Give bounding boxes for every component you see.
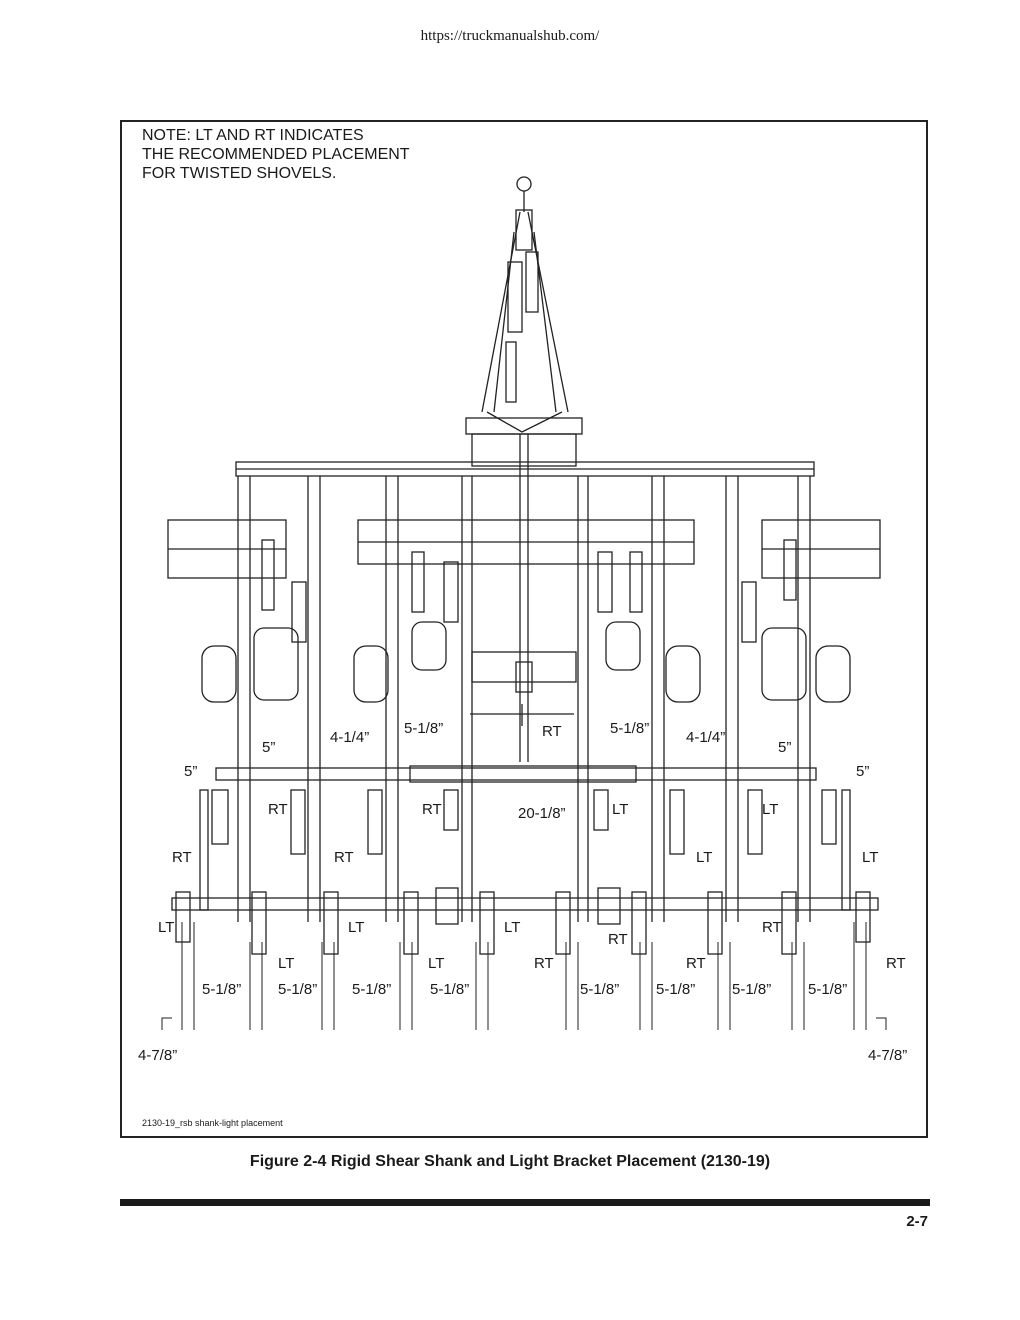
dim-5-1-8-bottom-7: 5-1/8” — [732, 981, 771, 998]
rt-label-top: RT — [542, 723, 562, 740]
dim-4-1-4-right: 4-1/4” — [686, 729, 725, 746]
page-number: 2-7 — [906, 1213, 928, 1230]
lt-label-rear-6: LT — [278, 955, 294, 972]
dim-5-left-upper: 5” — [262, 739, 275, 756]
lt-label-front-4: LT — [762, 801, 778, 818]
dim-5-1-8-bottom-3: 5-1/8” — [352, 981, 391, 998]
rt-label-front-1: RT — [268, 801, 288, 818]
dim-5-1-8-upper-right: 5-1/8” — [610, 720, 649, 737]
lt-label-rear-2: LT — [348, 919, 364, 936]
dim-4-7-8-right: 4-7/8” — [868, 1047, 907, 1064]
figure-caption: Figure 2-4 Rigid Shear Shank and Light B… — [249, 1153, 771, 1170]
dim-5-1-8-bottom-8: 5-1/8” — [808, 981, 847, 998]
lt-label-rear-7: LT — [428, 955, 444, 972]
dim-5-right-lower: 5” — [856, 763, 869, 780]
note-line-3: FOR TWISTED SHOVELS. — [142, 165, 337, 182]
rt-label-front-5: RT — [172, 849, 192, 866]
lt-label-rear-3: LT — [504, 919, 520, 936]
implement-drawing: 5” 4-1/4” 5-1/8” RT 5-1/8” 4-1/4” 5” 5” … — [138, 176, 907, 1064]
dim-5-right-upper: 5” — [778, 739, 791, 756]
dim-4-1-4-left: 4-1/4” — [330, 729, 369, 746]
lt-label-front-3: LT — [612, 801, 628, 818]
note-line-1: NOTE: LT AND RT INDICATES — [142, 127, 364, 144]
dim-5-left-lower: 5” — [184, 763, 197, 780]
dim-4-7-8-left: 4-7/8” — [138, 1047, 177, 1064]
placement-note: NOTE: LT AND RT INDICATES THE RECOMMENDE… — [142, 126, 410, 183]
rt-label-rear-4: RT — [608, 931, 628, 948]
note-line-2: THE RECOMMENDED PLACEMENT — [142, 146, 410, 163]
figure-frame: NOTE: LT AND RT INDICATES THE RECOMMENDE… — [120, 120, 928, 1138]
rt-label-rear-10: RT — [886, 955, 906, 972]
source-url: https://truckmanualshub.com/ — [420, 28, 600, 44]
rt-label-front-6: RT — [334, 849, 354, 866]
rt-label-rear-8: RT — [534, 955, 554, 972]
footer-rule — [120, 1199, 930, 1206]
dim-5-1-8-bottom-1: 5-1/8” — [202, 981, 241, 998]
rt-label-rear-5: RT — [762, 919, 782, 936]
lt-label-front-8: LT — [862, 849, 878, 866]
dim-5-1-8-upper-left: 5-1/8” — [404, 720, 443, 737]
rt-label-front-2: RT — [422, 801, 442, 818]
dim-5-1-8-bottom-4: 5-1/8” — [430, 981, 469, 998]
dim-5-1-8-bottom-5: 5-1/8” — [580, 981, 619, 998]
lt-label-front-7: LT — [696, 849, 712, 866]
dim-5-1-8-bottom-6: 5-1/8” — [656, 981, 695, 998]
lt-label-rear-1: LT — [158, 919, 174, 936]
rt-label-rear-9: RT — [686, 955, 706, 972]
figure-file-id: 2130-19_rsb shank-light placement — [142, 1118, 283, 1128]
dim-5-1-8-bottom-2: 5-1/8” — [278, 981, 317, 998]
dim-20-1-8: 20-1/8” — [518, 805, 566, 822]
